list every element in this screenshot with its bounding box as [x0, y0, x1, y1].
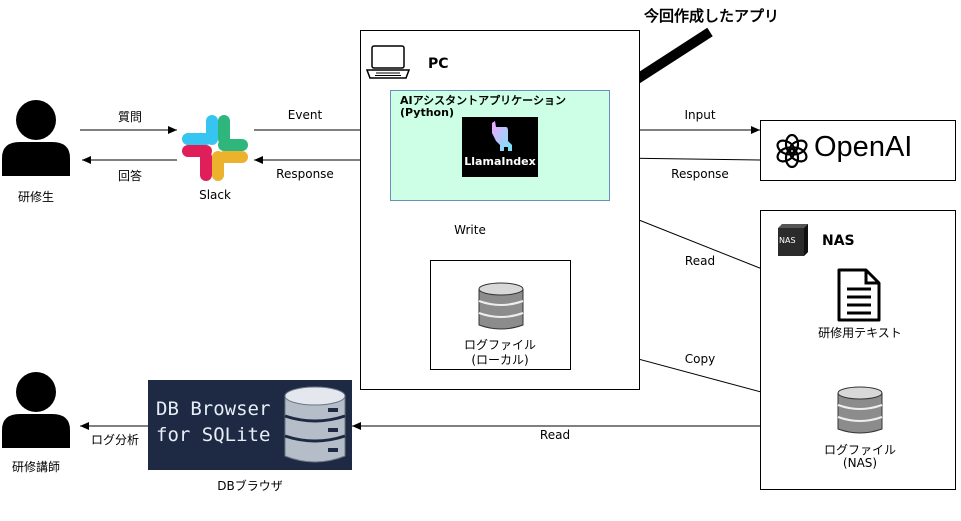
- edge-label-question: 質問: [117, 110, 143, 124]
- nas-log-label: ログファイル: [823, 443, 897, 457]
- laptop-icon: [365, 44, 411, 84]
- edge-label-input: Input: [684, 108, 716, 122]
- nas-icon-text: NAS: [779, 236, 796, 245]
- openai-box: [760, 120, 956, 181]
- edge-label-log-analysis: ログ分析: [90, 433, 140, 447]
- edge-label-write: Write: [454, 223, 486, 237]
- database-icon: [477, 281, 525, 337]
- slack-logo: [180, 113, 250, 183]
- openai-label: OpenAI: [814, 131, 913, 163]
- edge-label-read-db: Read: [539, 428, 571, 442]
- person-icon: [2, 372, 70, 448]
- openai-icon: [774, 133, 810, 173]
- edge-label-event: Event: [287, 108, 323, 122]
- nas-title: NAS: [822, 233, 855, 249]
- person-icon: [2, 100, 70, 176]
- edge-label-response-openai: Response: [671, 167, 729, 181]
- app-box: [390, 90, 610, 201]
- edge-label-read-text: Read: [684, 254, 716, 268]
- trainee-actor: [0, 98, 72, 188]
- llamaindex-text: LlamaIndex: [464, 155, 536, 168]
- nas-log-sub: (NAS): [842, 456, 878, 470]
- db-browser-line2: for SQLite: [156, 424, 271, 446]
- instructor-actor: [0, 370, 72, 450]
- nas-icon: NAS: [774, 222, 810, 258]
- trainee-label: 研修生: [17, 190, 55, 204]
- callout-text: 今回作成したアプリ: [644, 7, 780, 25]
- db-browser-line1: DB Browser: [156, 398, 271, 420]
- slack-icon: [182, 115, 248, 181]
- database-icon: [284, 386, 346, 463]
- llamaindex-logo: LlamaIndex: [462, 117, 538, 177]
- app-subtitle: (Python): [400, 106, 454, 119]
- text-label: 研修用テキスト: [818, 326, 902, 340]
- pc-title: PC: [428, 56, 449, 72]
- db-browser-label: DBブラウザ: [217, 479, 283, 493]
- edge-label-response-slack: Response: [276, 167, 334, 181]
- nas-container: [760, 210, 956, 490]
- edge-label-answer: 回答: [117, 169, 143, 183]
- callout-arrow: [625, 27, 713, 90]
- slack-label: Slack: [199, 188, 231, 202]
- db-browser-logo: DB Browser for SQLite: [148, 380, 352, 470]
- database-icon: [836, 385, 884, 441]
- llama-icon: [492, 121, 512, 151]
- document-icon: [836, 267, 882, 327]
- local-log-sub: (ローカル): [471, 353, 529, 367]
- app-title: AIアシスタントアプリケーション: [400, 94, 566, 107]
- instructor-label: 研修講師: [11, 460, 61, 474]
- local-log-label: ログファイル: [463, 338, 537, 352]
- edge-label-copy: Copy: [684, 352, 716, 366]
